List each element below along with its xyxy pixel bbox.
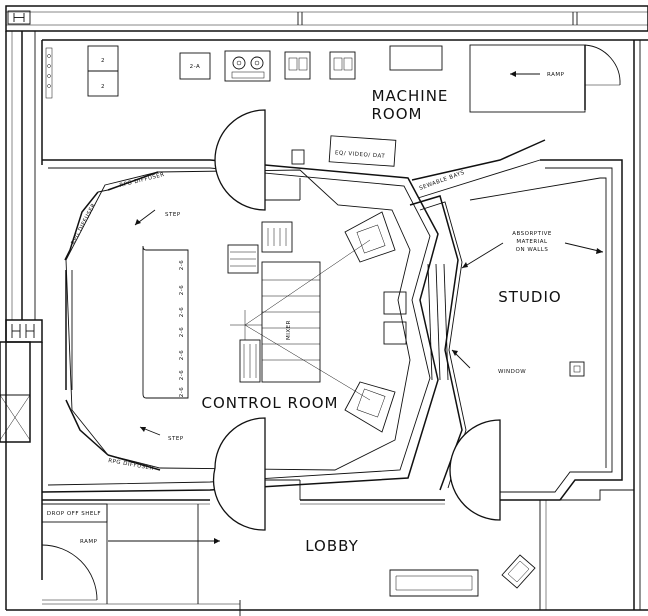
mixer-label: MIXER xyxy=(286,320,292,340)
cabinet-label: 2 xyxy=(101,58,105,64)
speaker-soffit xyxy=(344,211,396,433)
outboard-rack xyxy=(261,221,293,253)
svg-text:2-6: 2-6 xyxy=(179,327,185,337)
eq-rack-cabinet xyxy=(328,135,397,167)
near-field-monitor xyxy=(383,321,407,345)
lobby-sofa xyxy=(389,569,479,597)
svg-text:2-6: 2-6 xyxy=(179,260,185,270)
lobby-chair xyxy=(501,554,536,589)
lobby: DROP OFF SHELF RAMP LOBBY xyxy=(41,489,634,610)
window-assembly: WINDOW SEWABLE BAYS xyxy=(409,139,546,491)
room-label-machine: ROOM xyxy=(372,105,423,123)
control-room-shell xyxy=(65,169,411,471)
door-swing xyxy=(41,544,98,601)
svg-text:2-6: 2-6 xyxy=(179,307,185,317)
svg-text:2-6: 2-6 xyxy=(179,387,185,397)
room-label-studio: STUDIO xyxy=(498,288,561,306)
monitor-sightlines xyxy=(230,239,371,401)
ramp-label: RAMP xyxy=(547,72,565,78)
bass-trap-bottom xyxy=(212,417,266,531)
equipment-box xyxy=(291,149,305,165)
producer-desk xyxy=(142,245,189,399)
equipment-rack xyxy=(329,51,356,80)
absorptive-label: ABSORPTIVE xyxy=(512,231,552,237)
near-field-monitor xyxy=(383,291,407,315)
diffuser-label: RPG DIFFUSER xyxy=(108,458,154,472)
step-label: STEP xyxy=(168,436,184,442)
svg-text:2-6: 2-6 xyxy=(179,285,185,295)
bass-trap-top xyxy=(214,109,266,211)
room-label-machine: MACHINE xyxy=(372,87,449,105)
absorptive-label: ON WALLS xyxy=(516,247,549,253)
svg-text:2-6: 2-6 xyxy=(179,370,185,380)
room-label-lobby: LOBBY xyxy=(305,537,359,555)
room-label-control: CONTROL ROOM xyxy=(202,394,339,412)
console-channel-labels: 2-6 2-6 2-6 2-6 2-6 2-6 2-6 xyxy=(179,260,185,397)
window-label: WINDOW xyxy=(498,369,526,375)
studio: STUDIO ABSORPTIVE MATERIAL ON WALLS xyxy=(449,159,623,521)
outboard-rack xyxy=(227,244,259,274)
drop-off-shelf-label: DROP OFF SHELF xyxy=(47,511,101,517)
reel-to-reel-machine xyxy=(224,50,271,82)
cabinet-label: 2 xyxy=(101,84,105,90)
machine-room: 2 2 2-A MACHINE ROOM RAMP EQ/ VIDEO/ DAT xyxy=(45,44,621,167)
door-swing xyxy=(584,44,621,86)
ramp-area xyxy=(469,44,586,113)
tape-machine-label: 2-A xyxy=(190,64,201,70)
svg-text:2-6: 2-6 xyxy=(179,350,185,360)
equipment-rack xyxy=(284,51,311,80)
wall-box xyxy=(569,361,585,377)
mixer-console: MIXER xyxy=(261,261,321,383)
ramp-label: RAMP xyxy=(80,539,98,545)
step-label: STEP xyxy=(165,212,181,218)
building-structure xyxy=(0,5,648,616)
outboard-rack xyxy=(239,339,261,383)
diffuser-label: RPG DIFFUSER xyxy=(119,172,165,189)
absorptive-label: MATERIAL xyxy=(516,239,548,245)
eq-rack-label: EQ/ VIDEO/ DAT xyxy=(335,150,386,160)
tape-machine xyxy=(179,52,211,80)
control-room: RPG DIFFUSER RPG DIFFUSER RPG DIFFUSER 2… xyxy=(41,109,439,531)
bass-trap-studio xyxy=(449,419,501,521)
machine-cabinet xyxy=(389,45,443,71)
